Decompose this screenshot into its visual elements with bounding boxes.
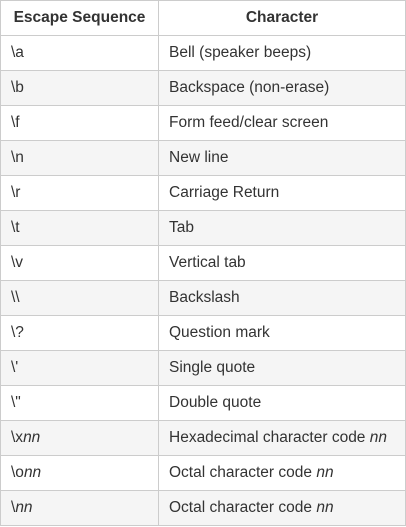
character-description-cell: Hexadecimal character code nn — [158, 420, 406, 456]
escape-sequence-cell: \' — [0, 350, 159, 386]
table-row: \' Single quote — [0, 350, 406, 386]
character-description-text: Form feed/clear screen — [169, 114, 329, 131]
escape-sequence-text: \' — [11, 359, 19, 376]
escape-sequence-cell: \" — [0, 385, 159, 421]
table-row: \a Bell (speaker beeps) — [0, 35, 406, 71]
table-body: \a Bell (speaker beeps) \b Backspace (non-e… — [0, 35, 406, 526]
character-description-cell: New line — [158, 140, 406, 176]
escape-sequence-placeholder: nn — [23, 464, 42, 481]
escape-sequence-text: \n — [11, 149, 24, 166]
character-description-cell: Carriage Return — [158, 175, 406, 211]
escape-sequence-cell: \f — [0, 105, 159, 141]
escape-sequence-cell: \r — [0, 175, 159, 211]
escape-sequence-cell: \xnn — [0, 420, 159, 456]
header-character: Character — [158, 0, 406, 36]
character-description-text: Backslash — [169, 289, 240, 306]
table-row: \\ Backslash — [0, 280, 406, 316]
escape-sequence-text: \\ — [11, 289, 20, 306]
escape-sequence-text: \v — [11, 254, 24, 271]
character-description-cell: Form feed/clear screen — [158, 105, 406, 141]
escape-sequence-text: \t — [11, 219, 20, 236]
table-row: \" Double quote — [0, 385, 406, 421]
character-description-text: Octal character code — [169, 499, 317, 516]
character-description-text: Question mark — [169, 324, 270, 341]
character-description-text: Octal character code — [169, 464, 317, 481]
escape-sequence-cell: \b — [0, 70, 159, 106]
escape-sequence-text: \a — [11, 44, 24, 61]
character-description-text: Bell (speaker beeps) — [169, 44, 312, 61]
table-row: \r Carriage Return — [0, 175, 406, 211]
escape-sequence-cell: \v — [0, 245, 159, 281]
character-description-cell: Octal character code nn — [158, 455, 406, 491]
table-row: \b Backspace (non-erase) — [0, 70, 406, 106]
escape-sequence-prefix: \ — [11, 499, 16, 516]
escape-sequence-cell: \n — [0, 140, 159, 176]
character-description-text: Tab — [169, 219, 194, 236]
table-row: \v Vertical tab — [0, 245, 406, 281]
escape-sequence-text: \b — [11, 79, 24, 96]
escape-sequence-cell: \? — [0, 315, 159, 351]
escape-sequence-prefix: \x — [11, 429, 24, 446]
escape-sequence-prefix: \o — [11, 464, 24, 481]
escape-sequence-cell: \a — [0, 35, 159, 71]
character-description-cell: Double quote — [158, 385, 406, 421]
character-description-text: Carriage Return — [169, 184, 280, 201]
character-description-text: Backspace (non-erase) — [169, 79, 330, 96]
table-row: \t Tab — [0, 210, 406, 246]
character-description-cell: Octal character code nn — [158, 490, 406, 526]
escape-sequence-cell: \nn — [0, 490, 159, 526]
escape-sequence-text: \" — [11, 394, 21, 411]
header-escape-sequence: Escape Sequence — [0, 0, 159, 36]
character-description-text: Hexadecimal character code — [169, 429, 370, 446]
character-description-text: Single quote — [169, 359, 256, 376]
character-description-cell: Single quote — [158, 350, 406, 386]
character-description-placeholder: nn — [369, 429, 387, 446]
character-description-cell: Question mark — [158, 315, 406, 351]
table-row: \? Question mark — [0, 315, 406, 351]
character-description-text: Vertical tab — [169, 254, 246, 271]
escape-sequence-cell: \t — [0, 210, 159, 246]
character-description-cell: Vertical tab — [158, 245, 406, 281]
character-description-text: Double quote — [169, 394, 262, 411]
escape-sequence-placeholder: nn — [23, 429, 41, 446]
escape-sequence-cell: \onn — [0, 455, 159, 491]
escape-sequence-cell: \\ — [0, 280, 159, 316]
character-description-text: New line — [169, 149, 229, 166]
character-description-cell: Bell (speaker beeps) — [158, 35, 406, 71]
character-description-cell: Tab — [158, 210, 406, 246]
escape-sequence-text: \f — [11, 114, 20, 131]
escape-sequence-text: \r — [11, 184, 21, 201]
character-description-cell: Backspace (non-erase) — [158, 70, 406, 106]
table-row: \n New line — [0, 140, 406, 176]
character-description-placeholder: nn — [316, 464, 334, 481]
character-description-placeholder: nn — [316, 499, 334, 516]
character-description-cell: Backslash — [158, 280, 406, 316]
table-row: \f Form feed/clear screen — [0, 105, 406, 141]
escape-sequence-text: \? — [11, 324, 24, 341]
escape-sequence-placeholder: nn — [15, 499, 33, 516]
table-header-row: Escape Sequence Character — [0, 0, 406, 36]
